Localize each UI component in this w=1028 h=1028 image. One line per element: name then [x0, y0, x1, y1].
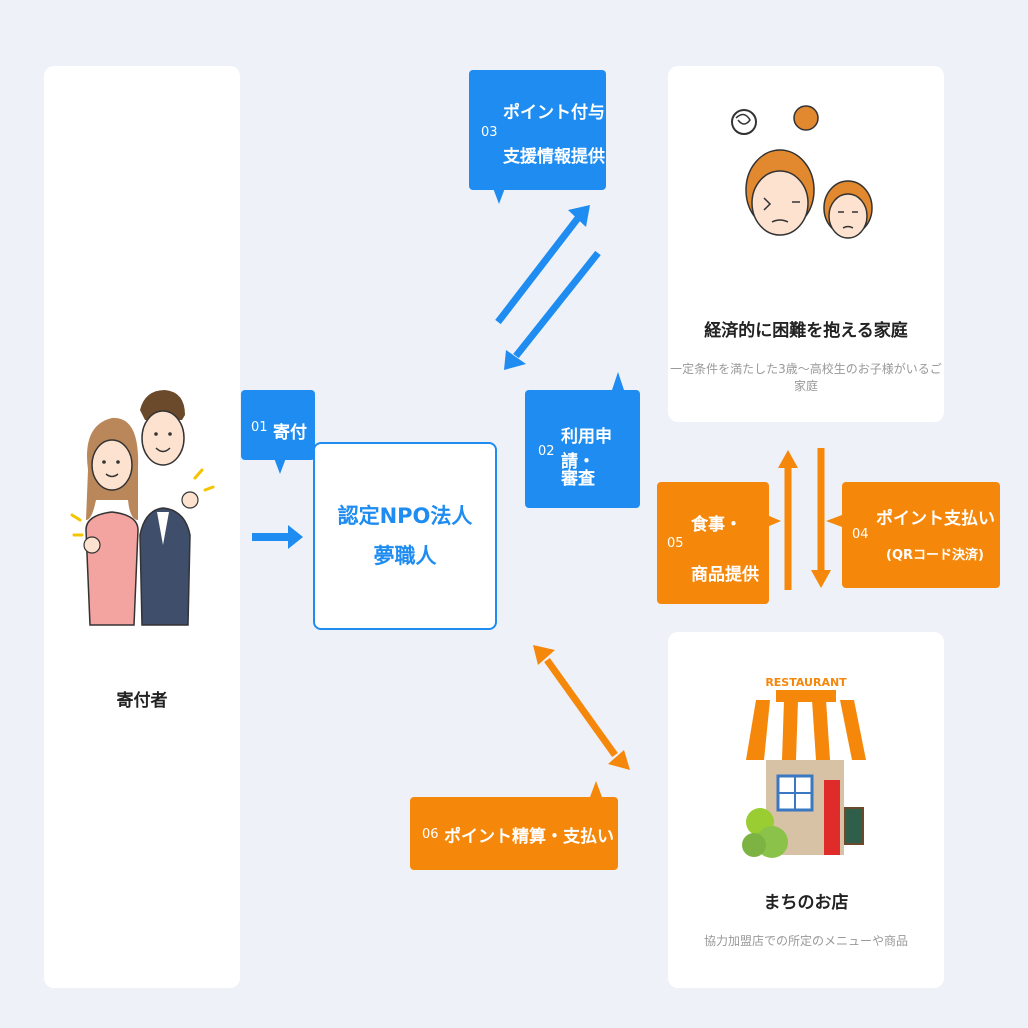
step-03-points: 03 ポイント付与 支援情報提供 — [469, 70, 606, 190]
donor-couple-icon — [70, 390, 215, 626]
family-title: 経済的に困難を抱える家庭 — [704, 321, 908, 341]
step-02-label-line2: 審査 — [561, 469, 595, 489]
restaurant-sign: RESTAURANT — [765, 676, 847, 689]
family-subtitle: 一定条件を満たした3歳〜高校生のお子様がいるご家庭 — [670, 362, 942, 393]
family-icon — [731, 105, 873, 239]
step-06-pointer — [590, 781, 602, 797]
step-04-label-line1: ポイント支払い — [876, 509, 995, 529]
step-06-label: ポイント精算・支払い — [444, 827, 614, 847]
step-01-donation: 01 寄付 — [241, 390, 315, 460]
donor-label: 寄付者 — [116, 691, 168, 711]
step-03-number: 03 — [481, 125, 498, 140]
step-05-number: 05 — [667, 536, 684, 551]
step-02-application: 02 利用申請・ 審査 — [525, 390, 640, 508]
step-05-label-line2: 商品提供 — [691, 565, 759, 585]
step-02-number: 02 — [538, 444, 555, 459]
npo-name-line2: 夢職人 — [373, 544, 437, 568]
step-04-label-line2: (QRコード決済) — [886, 548, 984, 563]
step-02-pointer — [612, 372, 624, 390]
shop-subtitle: 協力加盟店での所定のメニューや商品 — [703, 934, 908, 948]
step-03-label-line2: 支援情報提供 — [503, 147, 605, 167]
step-06-settlement: 06 ポイント精算・支払い — [410, 797, 618, 870]
step-05-label-line1: 食事・ — [691, 515, 742, 535]
step-04-pointer — [826, 515, 842, 527]
step-01-label: 寄付 — [273, 423, 307, 443]
step-03-label-line1: ポイント付与 — [503, 103, 605, 123]
step-01-number: 01 — [251, 420, 268, 435]
step-05-provision: 05 食事・ 商品提供 — [657, 482, 769, 604]
restaurant-icon — [742, 690, 866, 858]
step-02-label-line1: 利用申請・ — [561, 427, 612, 472]
step-04-payment: 04 ポイント支払い (QRコード決済) — [842, 482, 1000, 588]
step-04-number: 04 — [852, 527, 869, 542]
npo-box — [313, 442, 497, 630]
step-03-pointer — [493, 188, 505, 204]
step-06-number: 06 — [422, 827, 439, 842]
shop-title: まちのお店 — [763, 893, 849, 913]
arrow-icon — [252, 205, 831, 770]
step-01-pointer — [274, 458, 286, 474]
npo-name-line1: 認定NPO法人 — [337, 504, 473, 528]
step-05-pointer — [767, 515, 781, 527]
